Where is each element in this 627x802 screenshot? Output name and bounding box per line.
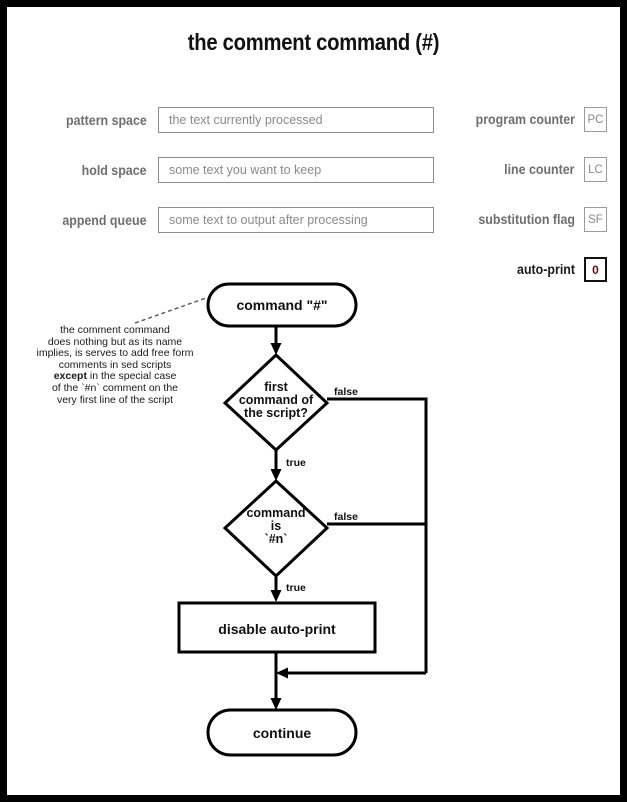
- flow-node-action-label: disable auto-print: [218, 621, 336, 637]
- flow-decision1-line-1: first: [264, 380, 288, 394]
- arrowhead-action-to-end: [270, 698, 282, 710]
- annotation-line-5-rest: in the special case: [86, 370, 177, 383]
- annotation-line-2: does nothing but as its name: [47, 335, 183, 348]
- register-label-append-queue: append queue: [62, 212, 147, 228]
- register-row-program-counter: program counter PC: [447, 107, 607, 132]
- register-field-substitution-flag[interactable]: SF: [584, 207, 607, 232]
- register-row-auto-print: auto-print 0: [447, 257, 607, 282]
- arrowhead-false-rail-merge: [276, 667, 288, 679]
- arrowhead-decision1-to-decision2: [270, 469, 282, 481]
- arrowhead-start-to-decision1: [270, 343, 282, 355]
- flow-node-continue[interactable]: [206, 708, 358, 757]
- flow-node-start-label: command "#": [236, 297, 327, 313]
- flow-decision1-false-label: false: [334, 386, 358, 398]
- annotation-line-1: the comment command: [60, 324, 170, 336]
- flow-decision1-true-label: true: [286, 457, 306, 469]
- register-field-pattern-space[interactable]: the text currently processed: [158, 107, 434, 133]
- register-label-hold-space: hold space: [82, 162, 147, 178]
- annotation-line-4: comments in sed scripts: [58, 358, 172, 371]
- flow-decision1-line-3: the script?: [244, 406, 308, 420]
- register-label-program-counter: program counter: [475, 112, 575, 127]
- flow-decision2-true-label: true: [286, 582, 306, 594]
- arrowhead-decision2-to-action: [270, 590, 282, 602]
- flow-node-decision-first-command[interactable]: [222, 352, 330, 453]
- register-field-hold-space[interactable]: some text you want to keep: [158, 157, 434, 183]
- flow-decision2-line-2: is: [271, 519, 281, 533]
- register-field-append-queue[interactable]: some text to output after processing: [158, 207, 434, 233]
- flow-node-disable-auto-print[interactable]: [177, 601, 377, 654]
- annotation-line-5-emphasis: except: [53, 370, 87, 383]
- register-field-program-counter[interactable]: PC: [584, 107, 607, 132]
- flow-node-end-label: continue: [253, 725, 312, 741]
- flow-decision2-line-1: command: [246, 506, 305, 520]
- register-label-auto-print: auto-print: [517, 262, 575, 277]
- register-label-substitution-flag: substitution flag: [478, 212, 575, 227]
- annotation-leader-line: [134, 297, 207, 324]
- annotation-note: the comment command does nothing but as …: [15, 324, 215, 406]
- register-row-hold-space: hold space some text you want to keep: [47, 157, 434, 183]
- register-field-line-counter[interactable]: LC: [584, 157, 607, 182]
- connector-decision1-false-rail: [327, 397, 428, 673]
- annotation-line-7: very first line of the script: [56, 393, 174, 406]
- register-label-pattern-space: pattern space: [66, 112, 147, 128]
- register-row-substitution-flag: substitution flag SF: [447, 207, 607, 232]
- register-row-line-counter: line counter LC: [447, 157, 607, 182]
- register-row-append-queue: append queue some text to output after p…: [47, 207, 434, 233]
- annotation-line-6: of the `#n` comment on the: [51, 381, 179, 394]
- flow-decision2-line-3: `#n`: [265, 532, 288, 546]
- register-label-line-counter: line counter: [504, 162, 575, 177]
- page-title: the comment command (#): [187, 29, 440, 55]
- flow-node-decision-is-hash-n[interactable]: [222, 478, 330, 579]
- flow-decision2-false-label: false: [334, 511, 358, 523]
- register-field-auto-print[interactable]: 0: [584, 257, 607, 282]
- flow-node-start[interactable]: [206, 282, 358, 328]
- annotation-line-3: implies, is serves to add free form: [36, 347, 194, 360]
- flow-decision1-line-2: command of: [239, 393, 314, 407]
- register-row-pattern-space: pattern space the text currently process…: [47, 107, 434, 133]
